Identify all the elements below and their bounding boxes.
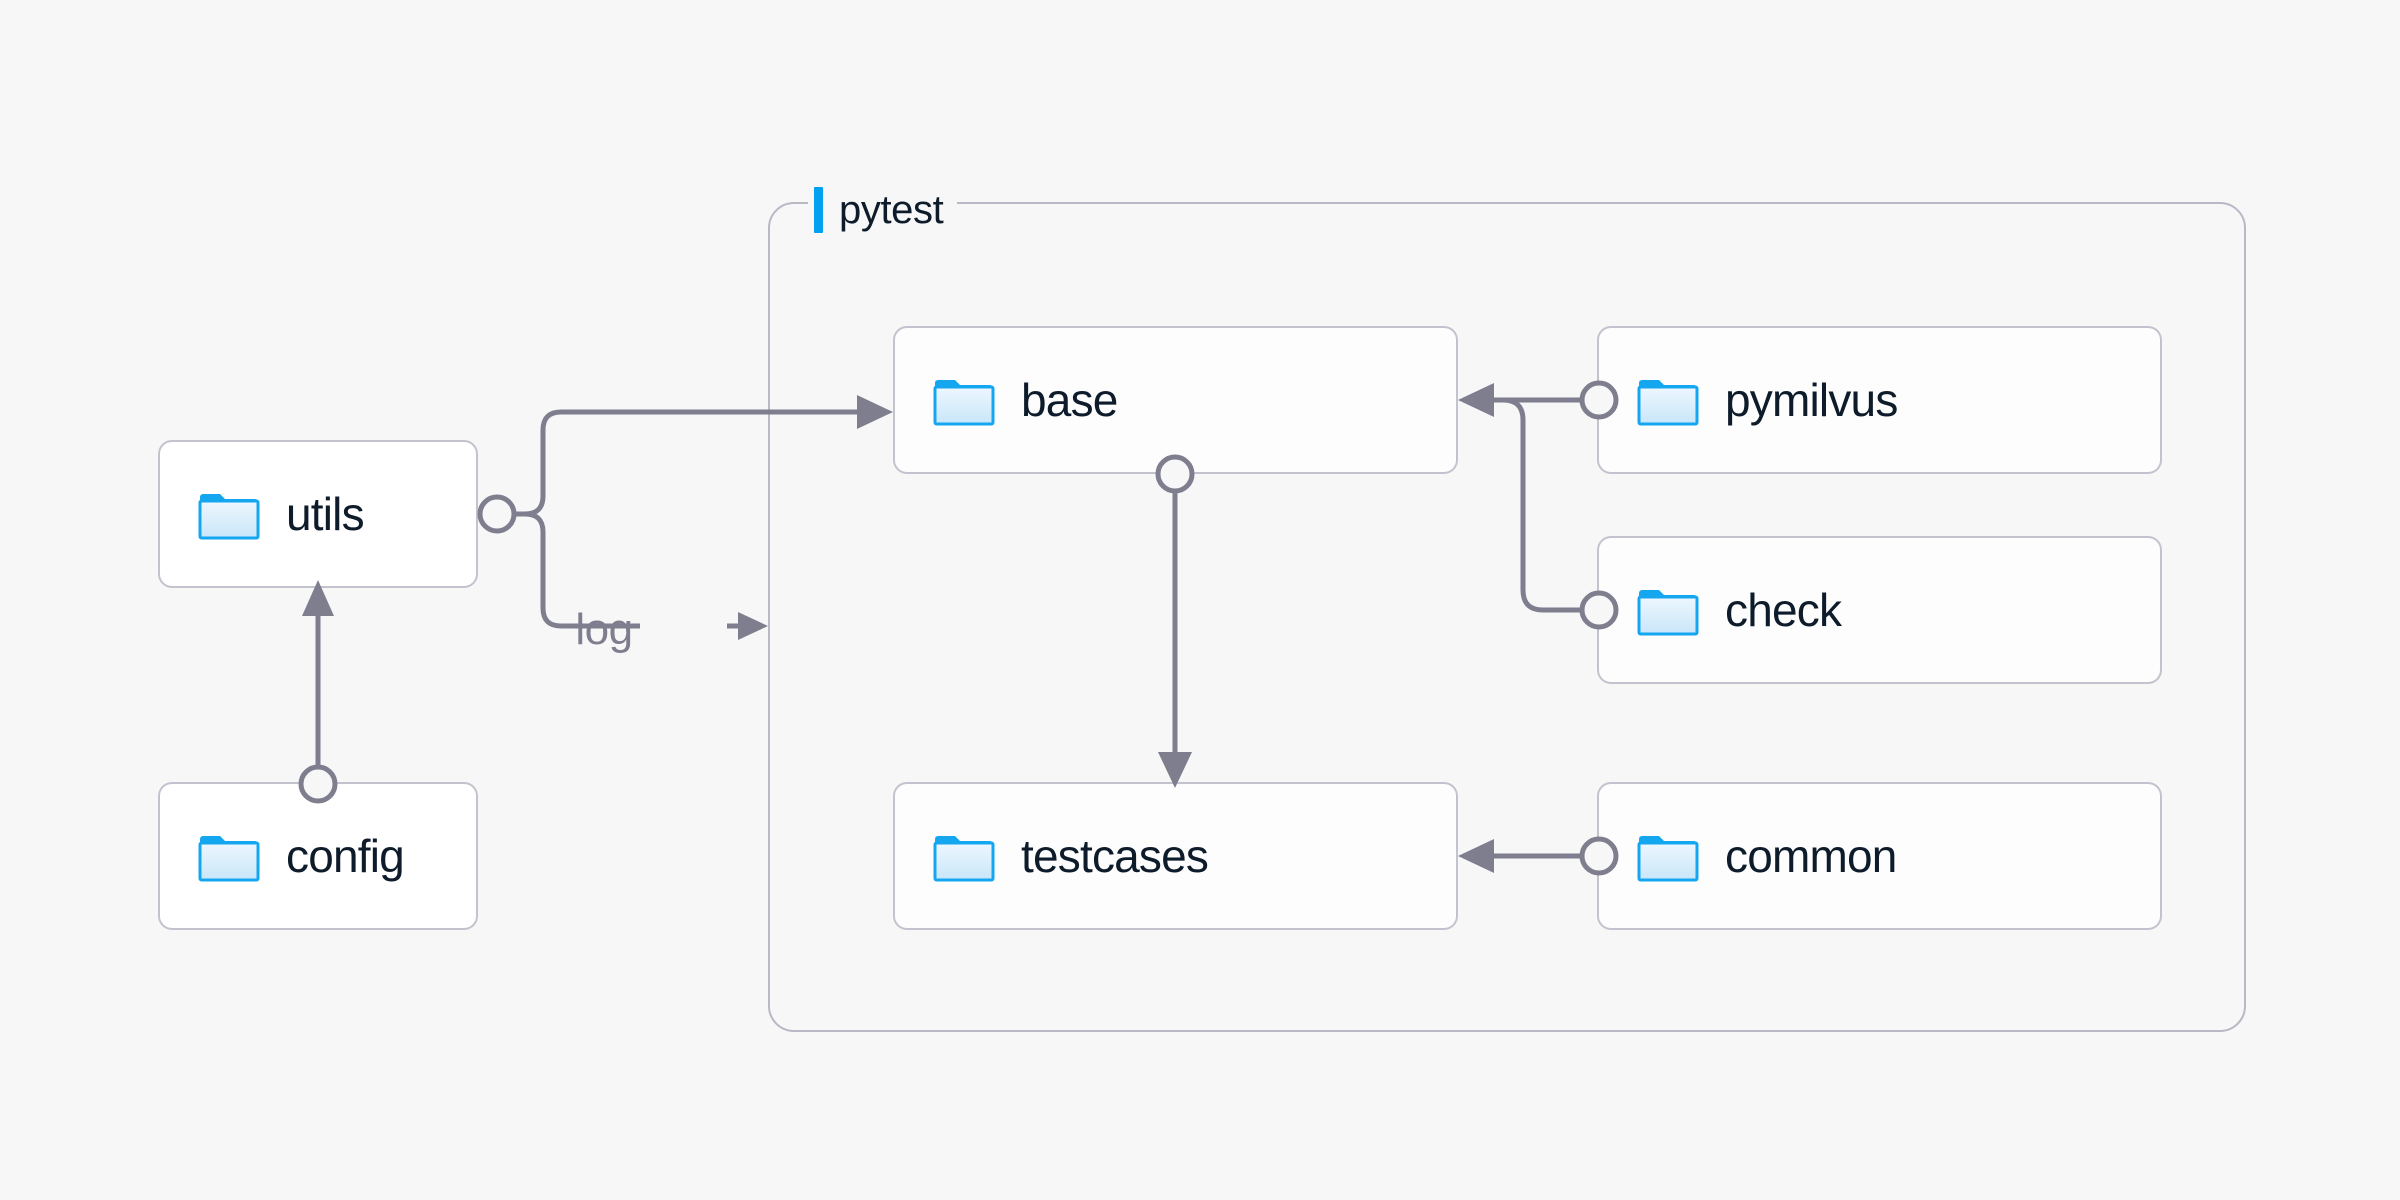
folder-icon — [933, 380, 995, 426]
node-label: config — [286, 830, 405, 882]
folder-icon — [198, 494, 260, 540]
edge-config-utils — [298, 580, 338, 804]
folder-icon — [1637, 590, 1699, 636]
group-container-pytest[interactable] — [768, 202, 2246, 1032]
group-title: pytest — [839, 187, 944, 232]
node-common[interactable]: common — [1597, 782, 2162, 930]
folder-icon — [933, 836, 995, 882]
node-base[interactable]: base — [893, 326, 1458, 474]
node-label: testcases — [1021, 830, 1209, 882]
edge-dot-utils-out — [477, 494, 517, 534]
accent-bar-icon — [814, 187, 823, 233]
edge-label-log: log — [575, 605, 632, 654]
folder-icon — [1637, 380, 1699, 426]
node-config[interactable]: config — [158, 782, 478, 930]
node-utils[interactable]: utils — [158, 440, 478, 588]
node-label: common — [1725, 830, 1897, 882]
node-label: base — [1021, 374, 1118, 426]
group-label-pytest: pytest — [808, 182, 958, 238]
node-label: pymilvus — [1725, 374, 1898, 426]
node-pymilvus[interactable]: pymilvus — [1597, 326, 2162, 474]
node-label: check — [1725, 584, 1842, 636]
node-check[interactable]: check — [1597, 536, 2162, 684]
node-testcases[interactable]: testcases — [893, 782, 1458, 930]
folder-icon — [198, 836, 260, 882]
edge-utils-log — [497, 511, 768, 640]
node-label: utils — [286, 488, 365, 540]
folder-icon — [1637, 836, 1699, 882]
